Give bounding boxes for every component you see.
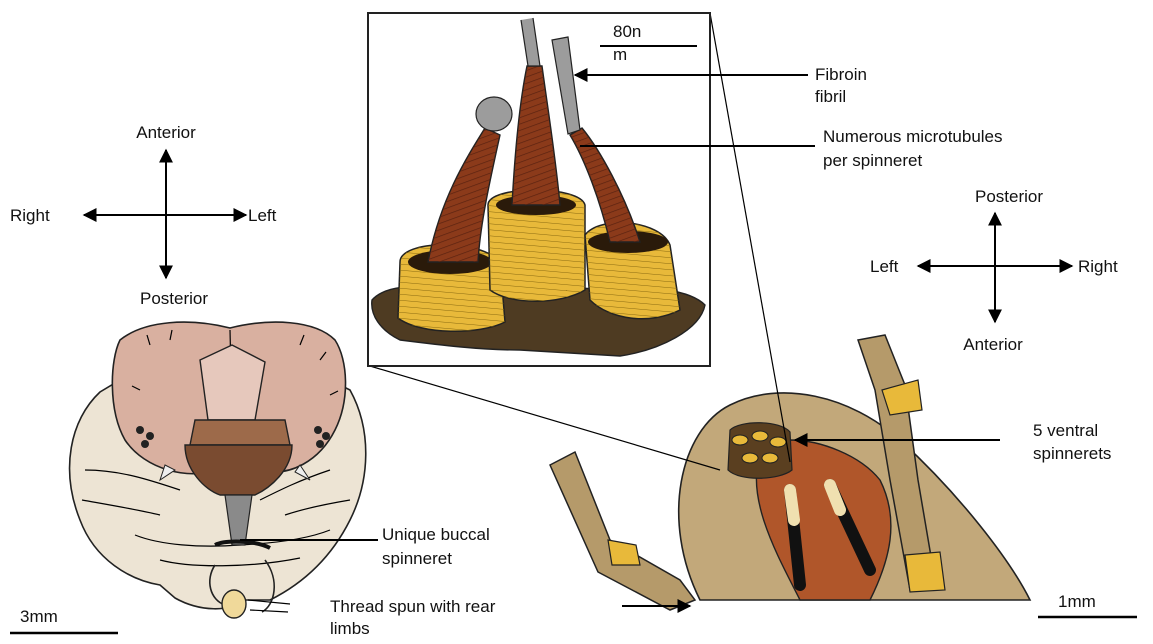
compass-left-top-label: Anterior xyxy=(136,123,196,142)
fibroin-label-2: fibril xyxy=(815,87,846,106)
scalebar-right-label: 1mm xyxy=(1058,592,1096,611)
inset-scalebar-label-1: 80n xyxy=(613,22,641,41)
compass-left-right-label: Left xyxy=(248,206,277,225)
ventral-label-1: 5 ventral xyxy=(1033,421,1098,440)
thread-label-2: limbs xyxy=(330,619,370,638)
larva-rear-limb xyxy=(222,590,246,618)
buccal-label-1: Unique buccal xyxy=(382,525,490,544)
microtubules-label-2: per spinneret xyxy=(823,151,923,170)
scalebar-left-label: 3mm xyxy=(20,607,58,626)
fibroin-label-1: Fibroin xyxy=(815,65,867,84)
spinneret-inset: 80n m xyxy=(368,13,710,366)
spider-leg-left xyxy=(550,452,695,610)
compass-left: Anterior Posterior Right Left xyxy=(10,123,277,308)
larva-illustration: 3mm xyxy=(10,322,366,633)
compass-right: Posterior Anterior Left Right xyxy=(870,187,1118,354)
abdomen-illustration: 1mm xyxy=(550,335,1137,617)
zoom-line-right xyxy=(710,13,790,462)
larva-frons xyxy=(200,345,265,420)
inset-scalebar-label-2: m xyxy=(613,45,627,64)
ventral-label-2: spinnerets xyxy=(1033,444,1111,463)
spinneret-left-cap xyxy=(476,97,512,131)
buccal-label-2: spinneret xyxy=(382,549,452,568)
larva-labrum xyxy=(190,420,290,445)
compass-right-left-label: Left xyxy=(870,257,899,276)
compass-right-right-label: Right xyxy=(1078,257,1118,276)
microtubules-label-1: Numerous microtubules xyxy=(823,127,1003,146)
compass-left-bottom-label: Posterior xyxy=(140,289,208,308)
compass-left-left-label: Right xyxy=(10,206,50,225)
compass-right-bottom-label: Anterior xyxy=(963,335,1023,354)
zoom-line-left xyxy=(370,366,720,470)
compass-right-top-label: Posterior xyxy=(975,187,1043,206)
thread-label-1: Thread spun with rear xyxy=(330,597,496,616)
